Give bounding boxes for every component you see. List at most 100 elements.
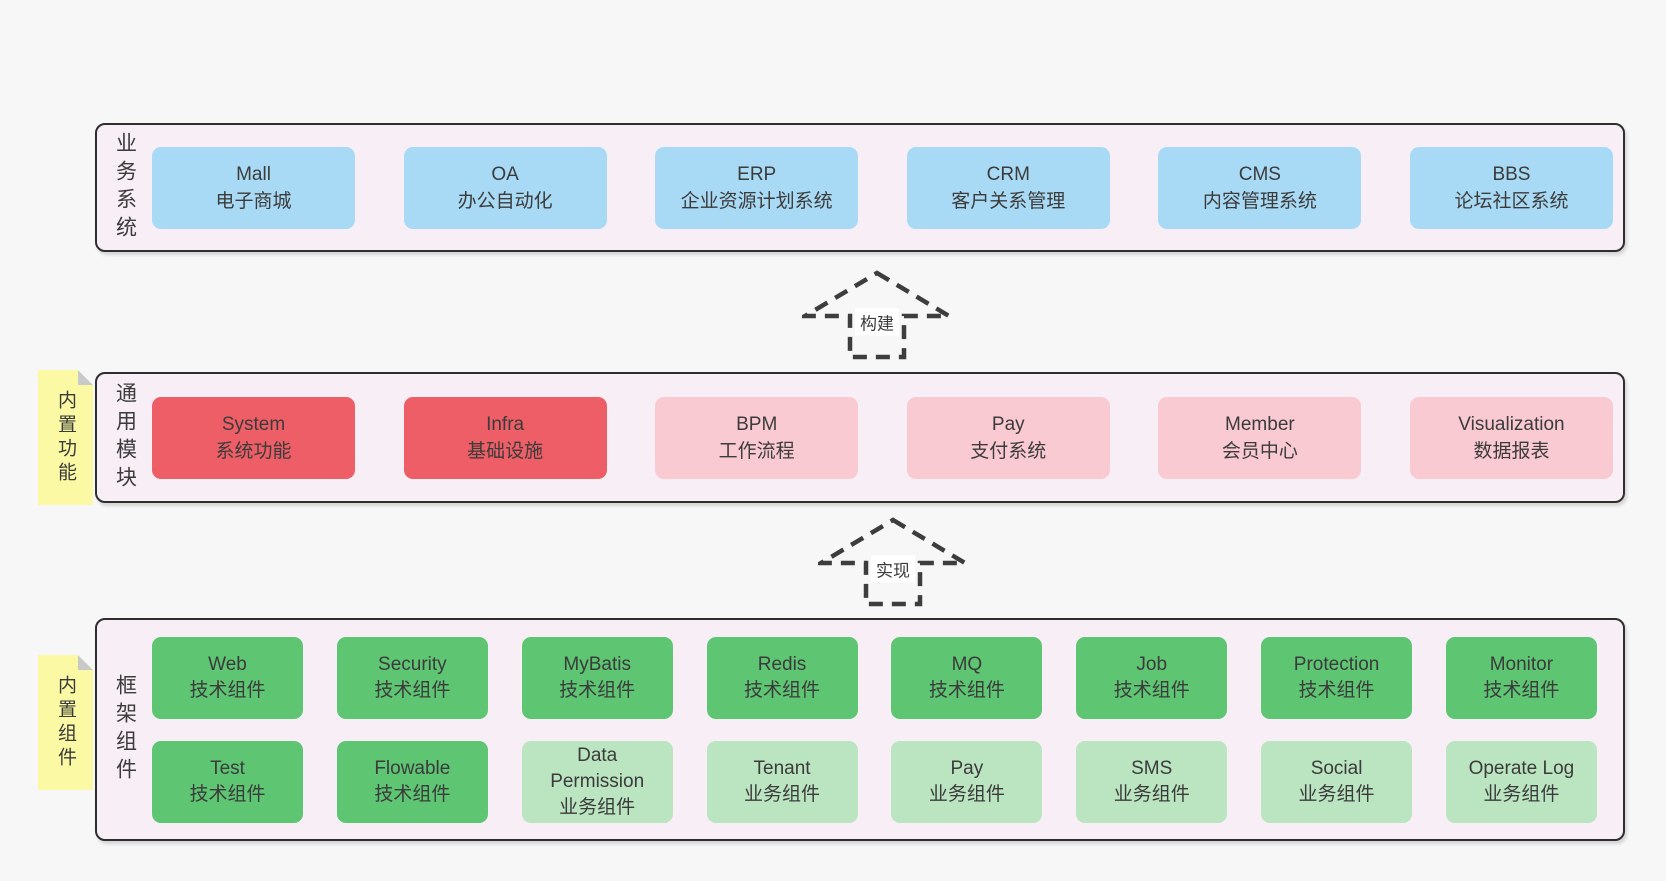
card-subtitle: 办公自动化: [457, 190, 553, 212]
layer-label-framework-components: 框架组件: [113, 673, 137, 786]
card-tenant: Tenant 业务组件: [706, 740, 858, 823]
layer-business-systems: 业务系统 Mall 电子商城 OA 办公自动化 ERP 企业资源计划系统 CRM…: [95, 123, 1625, 252]
card-subtitle: 会员中心: [1221, 440, 1298, 462]
card-title: Operate Log: [1468, 757, 1575, 779]
card-title: BPM: [736, 413, 778, 435]
card-operate-log: Operate Log 业务组件: [1445, 740, 1597, 823]
card-bbs: BBS 论坛社区系统: [1409, 146, 1613, 229]
layer-common-modules: 通用模块 System 系统功能 Infra 基础设施 BPM 工作流程 Pay…: [95, 372, 1625, 503]
card-subtitle: 技术组件: [744, 679, 821, 701]
dashed-up-arrow-icon: [802, 270, 952, 360]
build-arrow-label: 构建: [855, 308, 899, 336]
card-subtitle: 业务组件: [744, 783, 821, 805]
card-subtitle: 技术组件: [374, 679, 451, 701]
card-title: MQ: [951, 653, 983, 675]
layer-label-business-systems: 业务系统: [113, 131, 137, 244]
card-title: MyBatis: [563, 653, 631, 675]
card-subtitle: 系统功能: [215, 440, 292, 462]
implement-arrow-label: 实现: [871, 555, 915, 583]
card-title: CMS: [1238, 163, 1281, 185]
card-title: Visualization: [1458, 413, 1565, 435]
card-title: Pay: [950, 757, 984, 779]
card-title: Monitor: [1489, 653, 1554, 675]
card-title: Data Permission: [550, 744, 645, 792]
card-title: Flowable: [374, 757, 451, 779]
card-title: BBS: [1492, 163, 1531, 185]
card-title: System: [221, 413, 286, 435]
implement-arrow: 实现: [818, 517, 968, 607]
module-cards-row: System 系统功能 Infra 基础设施 BPM 工作流程 Pay 支付系统…: [97, 396, 1623, 479]
card-cms: CMS 内容管理系统: [1158, 146, 1362, 229]
card-title: Redis: [757, 653, 807, 675]
card-title: Test: [210, 757, 245, 779]
sticky-note-text: 内置功能: [55, 389, 76, 486]
build-arrow: 构建: [802, 270, 952, 360]
card-subtitle: 基础设施: [467, 440, 544, 462]
card-erp: ERP 企业资源计划系统: [655, 146, 859, 229]
card-crm: CRM 客户关系管理: [906, 146, 1110, 229]
card-member: Member 会员中心: [1158, 396, 1362, 479]
layer-framework-components: 框架组件 Web 技术组件 Security 技术组件 MyBatis 技术组件…: [95, 618, 1625, 841]
card-subtitle: 业务组件: [1483, 783, 1560, 805]
card-subtitle: 电子商城: [215, 190, 292, 212]
card-title: Web: [208, 653, 247, 675]
card-title: Security: [378, 653, 447, 675]
card-title: Protection: [1293, 653, 1380, 675]
card-job: Job 技术组件: [1076, 636, 1228, 719]
card-bpm: BPM 工作流程: [655, 396, 859, 479]
sticky-note-built-in-features: 内置功能: [38, 370, 93, 505]
card-subtitle: 业务组件: [1113, 783, 1190, 805]
card-subtitle: 工作流程: [718, 440, 795, 462]
card-title: SMS: [1131, 757, 1173, 779]
card-subtitle: 技术组件: [1298, 679, 1375, 701]
card-title: Social: [1310, 757, 1363, 779]
card-mybatis: MyBatis 技术组件: [521, 636, 673, 719]
card-title: OA: [491, 163, 519, 185]
card-subtitle: 客户关系管理: [951, 190, 1066, 212]
card-subtitle: 业务组件: [928, 783, 1005, 805]
card-test: Test 技术组件: [152, 740, 303, 823]
dashed-up-arrow-icon: [818, 517, 968, 607]
card-title: CRM: [986, 163, 1030, 185]
card-infra: Infra 基础设施: [403, 396, 607, 479]
card-subtitle: 技术组件: [189, 783, 266, 805]
card-subtitle: 技术组件: [928, 679, 1005, 701]
card-web: Web 技术组件: [152, 636, 303, 719]
card-protection: Protection 技术组件: [1261, 636, 1413, 719]
card-title: Infra: [486, 413, 525, 435]
card-visualization: Visualization 数据报表: [1409, 396, 1613, 479]
card-title: Job: [1136, 653, 1168, 675]
card-oa: OA 办公自动化: [403, 146, 607, 229]
sticky-note-text: 内置组件: [55, 674, 76, 771]
card-title: Tenant: [753, 757, 811, 779]
card-mq: MQ 技术组件: [891, 636, 1043, 719]
sticky-note-built-in-components: 内置组件: [38, 655, 93, 790]
card-subtitle: 数据报表: [1473, 440, 1550, 462]
card-security: Security 技术组件: [336, 636, 488, 719]
card-title: ERP: [737, 163, 777, 185]
card-monitor: Monitor 技术组件: [1445, 636, 1597, 719]
card-data-permission: Data Permission 业务组件: [521, 740, 673, 823]
card-pay-module: Pay 支付系统: [906, 396, 1110, 479]
card-subtitle: 技术组件: [189, 679, 266, 701]
card-subtitle: 技术组件: [1113, 679, 1190, 701]
card-subtitle: 业务组件: [559, 796, 636, 818]
card-title: Mall: [236, 163, 271, 185]
card-system: System 系统功能: [152, 396, 355, 479]
card-flowable: Flowable 技术组件: [336, 740, 488, 823]
card-title: Member: [1225, 413, 1295, 435]
card-pay-component: Pay 业务组件: [891, 740, 1043, 823]
card-subtitle: 论坛社区系统: [1454, 190, 1569, 212]
card-subtitle: 支付系统: [970, 440, 1047, 462]
card-redis: Redis 技术组件: [706, 636, 858, 719]
card-subtitle: 业务组件: [1298, 783, 1375, 805]
card-subtitle: 内容管理系统: [1202, 190, 1317, 212]
card-subtitle: 技术组件: [1483, 679, 1560, 701]
card-subtitle: 技术组件: [374, 783, 451, 805]
business-cards-row: Mall 电子商城 OA 办公自动化 ERP 企业资源计划系统 CRM 客户关系…: [97, 146, 1623, 229]
card-subtitle: 企业资源计划系统: [680, 190, 833, 212]
layer-label-common-modules: 通用模块: [113, 381, 137, 494]
card-mall: Mall 电子商城: [152, 146, 355, 229]
card-social: Social 业务组件: [1261, 740, 1413, 823]
